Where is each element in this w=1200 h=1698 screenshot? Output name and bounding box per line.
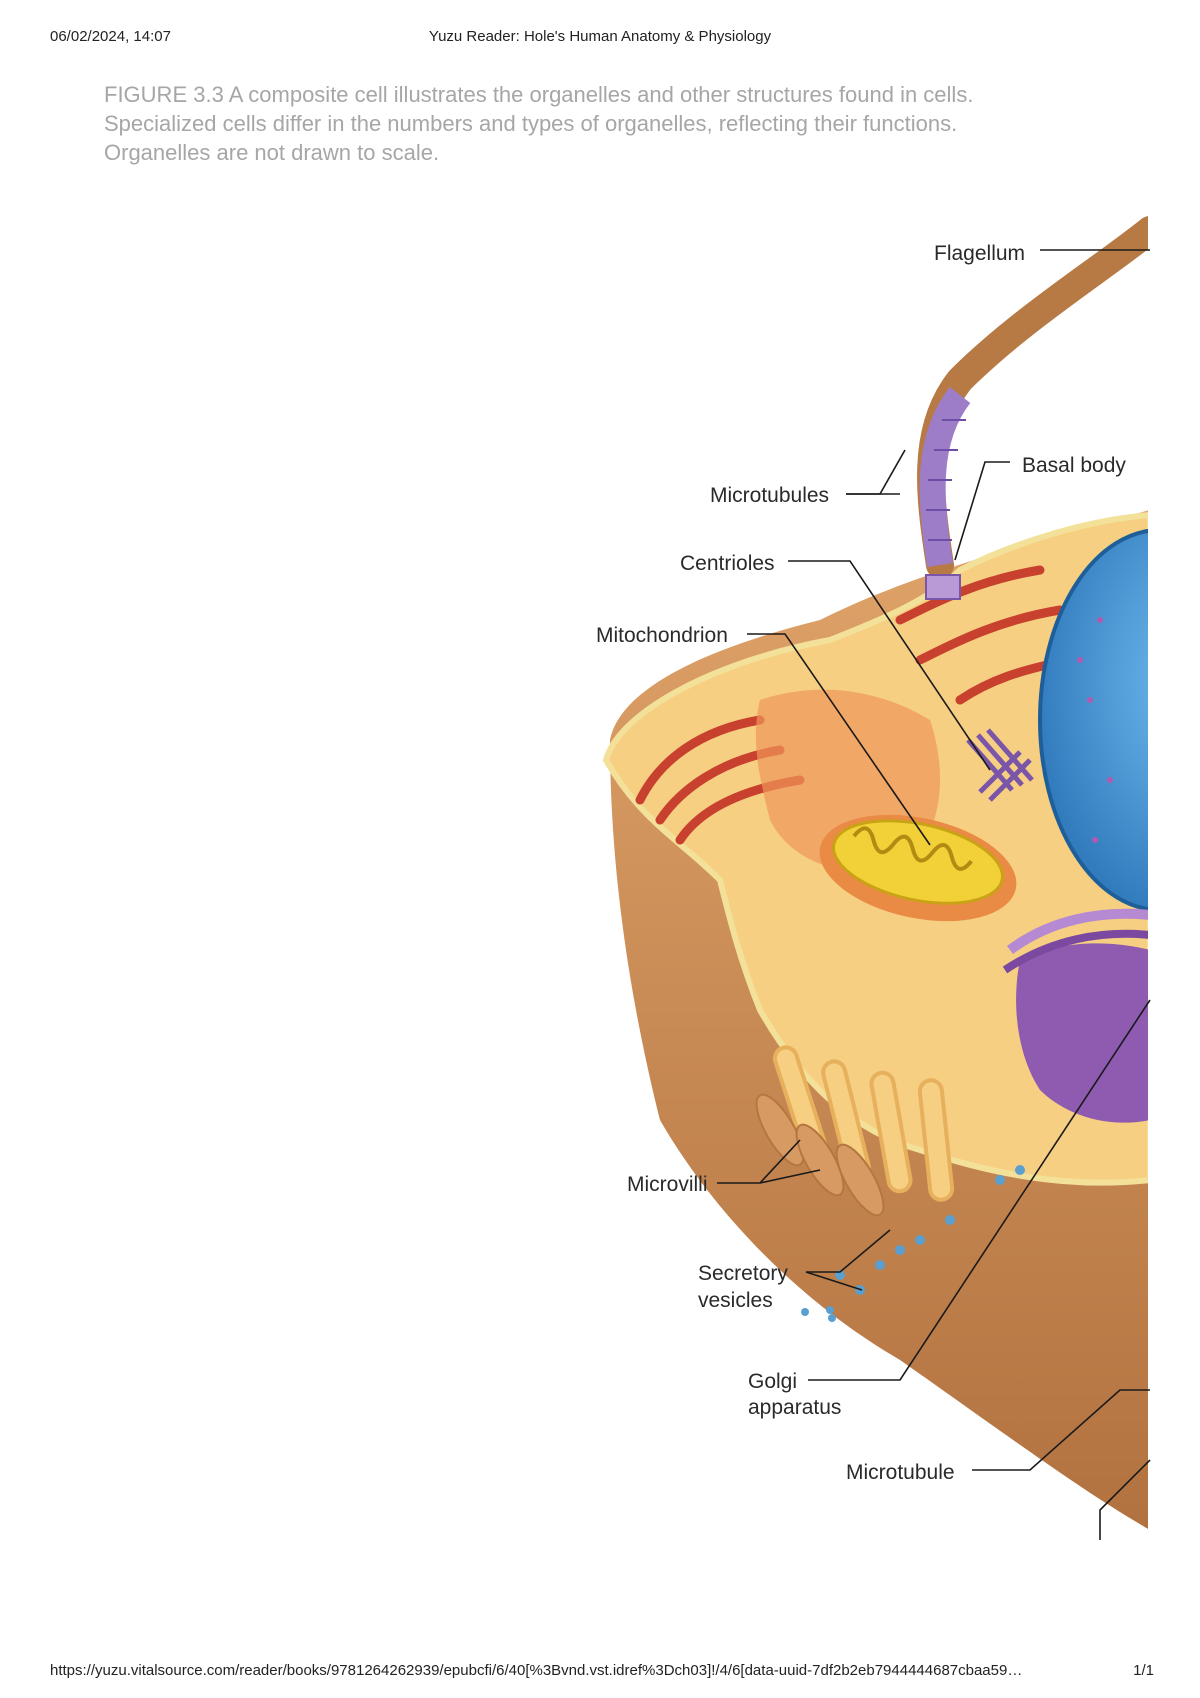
label-microtubule: Microtubule [846,1461,955,1484]
basal-body [925,574,961,600]
print-title: Yuzu Reader: Hole's Human Anatomy & Phys… [428,28,772,45]
label-flagellum: Flagellum [934,242,1025,265]
flagellum [917,216,1148,579]
label-secretory-vesicles-1: Secretory [698,1262,788,1285]
label-golgi-2: apparatus [748,1396,841,1419]
label-basal-body: Basal body [1022,454,1126,477]
label-golgi-1: Golgi [748,1370,797,1393]
mitochondrion [819,814,1017,922]
print-page-number: 1/1 [1133,1662,1154,1679]
label-mitochondrion: Mitochondrion [596,624,728,647]
golgi-apparatus [1002,908,1148,1123]
label-centrioles: Centrioles [680,552,775,575]
label-microvilli: Microvilli [627,1173,708,1196]
label-secretory-vesicles-2: vesicles [698,1289,773,1312]
print-date: 06/02/2024, 14:07 [50,28,171,45]
print-footer: https://yuzu.vitalsource.com/reader/book… [0,1662,1200,1684]
leader-lines [717,249,1151,1540]
figure-caption: FIGURE 3.3 A composite cell illustrates … [104,82,974,165]
nucleus [1038,528,1148,912]
label-microtubules: Microtubules [710,484,829,507]
print-url: https://yuzu.vitalsource.com/reader/book… [50,1662,1023,1679]
print-header: 06/02/2024, 14:07 Yuzu Reader: Hole's Hu… [0,28,1200,50]
